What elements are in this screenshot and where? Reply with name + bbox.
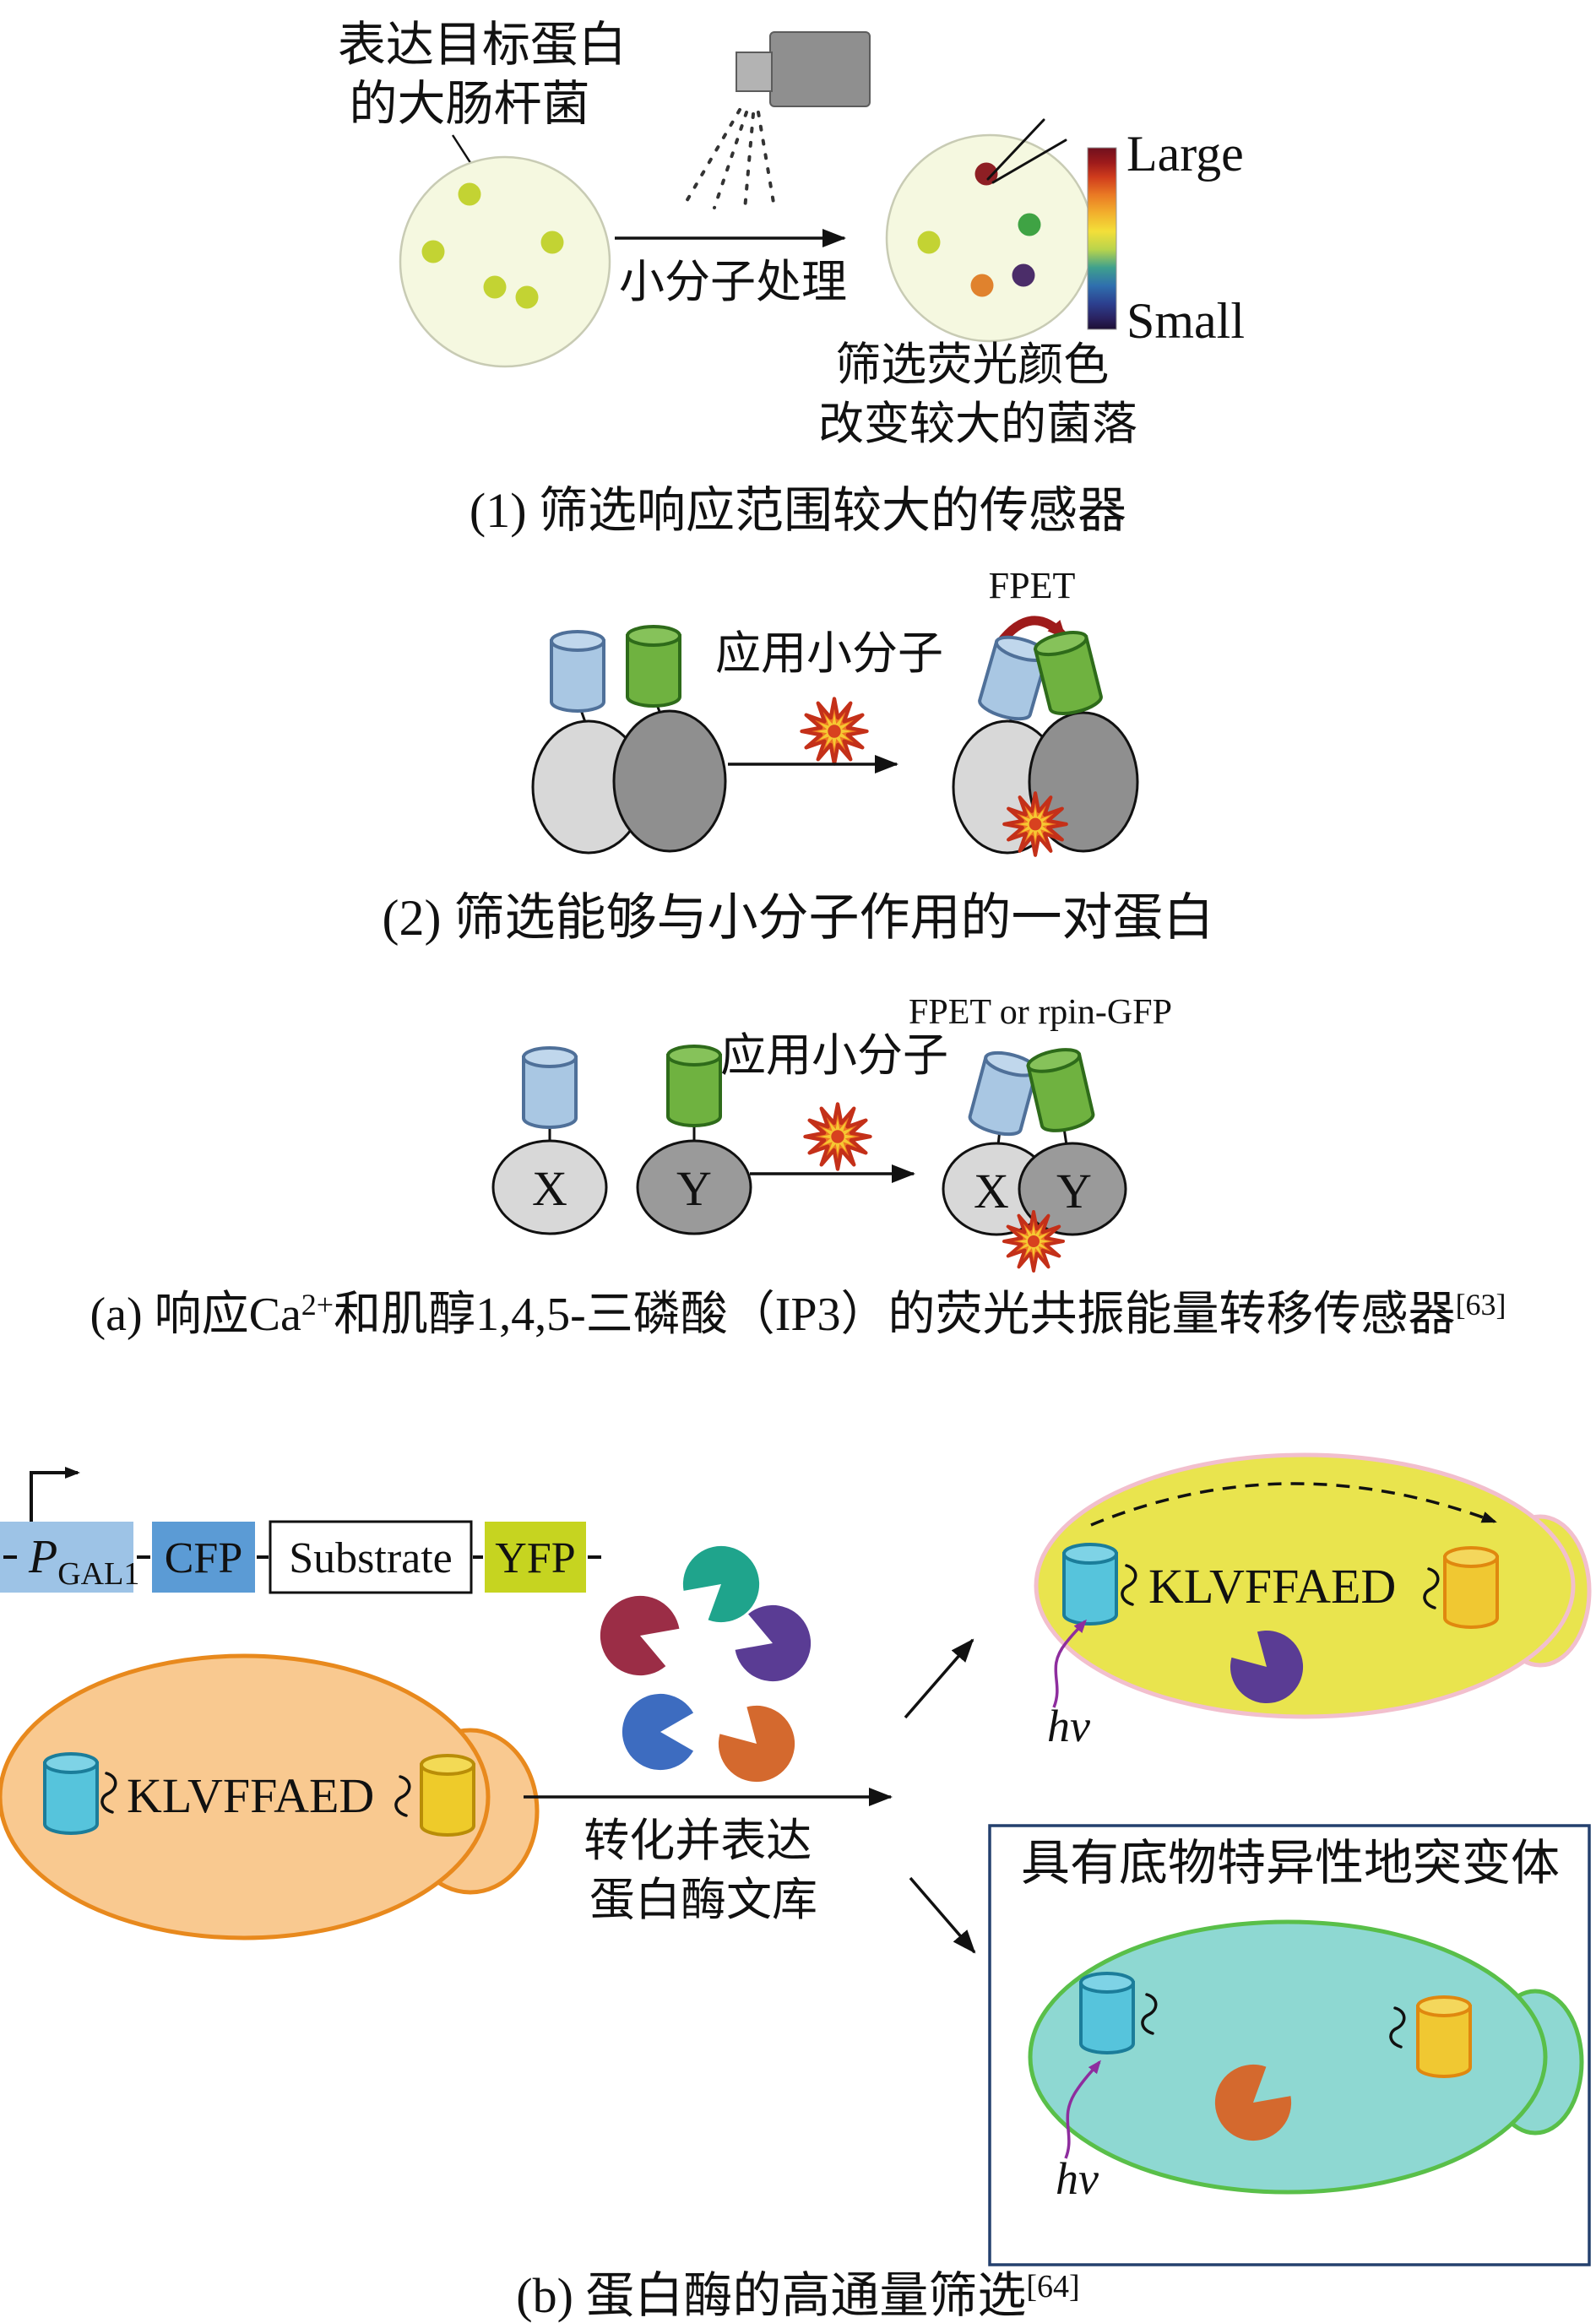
ecoli-label: 表达目标蛋白 的大肠杆菌 <box>338 19 638 131</box>
dish-body <box>399 155 611 368</box>
apply-molecule-label: 应用小分子 <box>715 628 943 679</box>
cell-body <box>1034 1452 1576 1719</box>
protease-pacman <box>706 1693 811 1798</box>
hv-wavy-arrow <box>1052 1619 1087 1708</box>
mutant-box-title: 具有底物特异性地突变体 <box>1021 1836 1560 1891</box>
protease-library <box>589 1530 822 1798</box>
colony <box>917 231 941 254</box>
colony-large-shift <box>974 162 998 186</box>
fluorophore-cylinder-blue <box>522 1046 578 1129</box>
fpet-rpin-label: FPET or rpin-GFP <box>909 993 1172 1032</box>
hv-label: hv <box>1056 2153 1099 2204</box>
protein-blob-dark <box>612 709 727 853</box>
section-2-caption: (2) 筛选能够与小分子作用的一对蛋白 <box>383 890 1214 946</box>
colony <box>540 231 564 254</box>
cfp-barrel <box>1062 1543 1118 1626</box>
colony <box>515 285 539 309</box>
xy-complex-after: X Y <box>942 1044 1127 1273</box>
yeast-cell-fluorescent: KLVFFAED hv <box>1034 1452 1592 1751</box>
peptide-label: KLVFFAED <box>1148 1559 1396 1614</box>
yeast-cell-intact: KLVFFAED <box>0 1653 540 1940</box>
fluorophore-cylinder-green <box>666 1045 722 1127</box>
protein-pair-before <box>531 625 727 855</box>
fpet-label: FPET <box>989 565 1076 606</box>
branch-arrow-down <box>909 1876 976 1954</box>
apply-molecule-label: 应用小分子 <box>720 1030 948 1081</box>
peptide-label: KLVFFAED <box>127 1768 374 1823</box>
fluorophore-cylinder-green <box>1031 626 1105 720</box>
scale-label-small: Small <box>1126 293 1245 349</box>
protein-y-label: Y <box>676 1161 712 1216</box>
sprayer-body <box>769 31 871 107</box>
fluorophore-cylinder-blue <box>550 630 605 713</box>
yeast-cell-cleaved: hv <box>1028 1919 1584 2204</box>
cfp-label: CFP <box>165 1534 243 1582</box>
colony <box>483 275 507 299</box>
treatment-label: 小分子处理 <box>619 257 847 307</box>
sprayer <box>684 31 871 211</box>
sprayer-nozzle <box>736 52 773 92</box>
hv-wavy-arrow <box>1064 2060 1101 2159</box>
colony <box>421 240 445 263</box>
cfp-barrel <box>1079 1972 1135 2054</box>
color-scale: Large Small <box>1087 126 1245 349</box>
spray-dashes <box>684 108 775 211</box>
yfp-barrel <box>1443 1546 1499 1629</box>
substrate-box <box>269 1520 473 1594</box>
small-molecule-star <box>806 1105 871 1170</box>
protein-y-blob <box>1018 1142 1127 1236</box>
pgal1-label: PGAL1 <box>28 1531 139 1592</box>
protein-x-label: X <box>974 1164 1009 1218</box>
protein-x-unit: X <box>491 1046 608 1235</box>
scale-label-large: Large <box>1126 126 1244 182</box>
mutant-result-box: 具有底物特异性地突变体 hv <box>988 1824 1591 2266</box>
colony <box>1012 263 1035 287</box>
fpet-transfer-arrow <box>995 616 1069 649</box>
hv-label: hv <box>1047 1701 1090 1751</box>
section-1-caption: (1) 筛选响应范围较大的传感器 <box>470 483 1126 538</box>
colony <box>970 274 994 297</box>
color-scale-bar <box>1087 147 1117 330</box>
substrate-label: Substrate <box>289 1534 453 1582</box>
gene-construct: PGAL1 CFP Substrate YFP <box>0 1520 601 1594</box>
membrane-dashed-arc <box>1090 1482 1497 1527</box>
fluorophore-cylinder-green <box>1024 1044 1097 1137</box>
cell-body <box>0 1653 491 1940</box>
branch-arrow-up <box>904 1638 974 1719</box>
pgal1-box <box>0 1522 133 1593</box>
cell-body <box>1028 1919 1548 2195</box>
protein-x-blob <box>491 1139 608 1235</box>
protease-pacman <box>589 1584 687 1685</box>
cfp-box <box>152 1522 255 1593</box>
protease-pacman <box>622 1693 694 1771</box>
protein-blob-dark <box>1028 711 1139 853</box>
yfp-box <box>485 1522 586 1593</box>
yfp-barrel <box>420 1754 475 1837</box>
protein-pair-after <box>952 626 1139 855</box>
section-b-caption: (b) 蛋白酶的高通量筛选[64] <box>516 2268 1079 2323</box>
screen-result-label: 筛选荧光颜色 改变较大的菌落 <box>818 339 1137 449</box>
protein-x-label: X <box>532 1161 567 1216</box>
promoter-arrow <box>30 1467 80 1525</box>
fluorophore-cylinder-green <box>626 625 681 708</box>
protein-y-blob <box>636 1139 752 1235</box>
section-1-colony-screening: 表达目标蛋白 的大肠杆菌 小分子处理 <box>338 19 1245 538</box>
yfp-label: YFP <box>495 1534 575 1582</box>
colony <box>1018 213 1041 236</box>
protein-y-unit: Y <box>636 1045 752 1235</box>
section-4-protease-screen: PGAL1 CFP Substrate YFP KLVFFAED <box>0 1452 1592 2323</box>
transform-label: 转化并表达 蛋白酶文库 <box>584 1816 823 1925</box>
petri-dish-right <box>885 118 1094 343</box>
section-2-protein-pair: FPET 应用小分子 (2) 筛选能够与小分子作用的一对蛋白 <box>383 565 1214 946</box>
section-a-caption: (a) 响应Ca2+和肌醇1,4,5-三磷酸（IP3）的荧光共振能量转移传感器[… <box>90 1288 1506 1341</box>
picking-needles <box>986 118 1067 184</box>
section-3-xy-sensor: FPET or rpin-GFP X Y 应用小分子 X Y <box>90 993 1506 1341</box>
cfp-barrel <box>43 1752 99 1835</box>
colony <box>458 182 481 206</box>
small-molecule-star <box>802 699 867 764</box>
protein-y-label: Y <box>1056 1164 1092 1218</box>
yfp-barrel <box>1416 1995 1472 2078</box>
petri-dish-left <box>399 155 611 368</box>
